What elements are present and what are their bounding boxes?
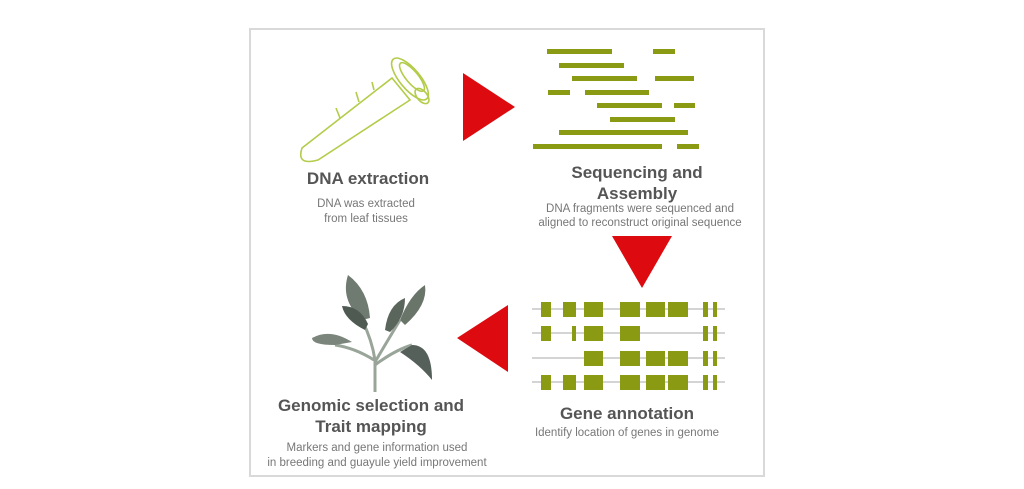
step-gene-annotation-title: Gene annotation xyxy=(559,404,695,423)
arrow-down xyxy=(612,236,672,288)
step-dna-extraction-title: DNA extraction xyxy=(306,169,430,188)
step-genomic-selection-title-1: Genomic selection and xyxy=(277,396,465,415)
plant-icon xyxy=(312,275,432,392)
step-sequencing-desc-2: aligned to reconstruct original sequence xyxy=(538,217,742,229)
arrow-left xyxy=(457,305,508,372)
step-dna-extraction-desc-2: from leaf tissues xyxy=(324,213,408,225)
step-gene-annotation-desc: Identify location of genes in genome xyxy=(534,427,720,439)
dna-fragments-icon xyxy=(533,49,699,149)
gene-model-icon xyxy=(532,302,725,390)
step-sequencing-title-2: Assembly xyxy=(596,184,678,203)
step-sequencing-title-1: Sequencing and xyxy=(571,163,703,182)
step-sequencing-desc-1: DNA fragments were sequenced and xyxy=(546,203,734,215)
step-genomic-selection-title-2: Trait mapping xyxy=(315,417,427,436)
tube-icon xyxy=(299,57,430,163)
diagram-frame xyxy=(249,28,765,477)
step-genomic-selection-desc-2: in breeding and guayule yield improvemen… xyxy=(267,457,487,469)
step-dna-extraction-desc-1: DNA was extracted xyxy=(317,198,415,210)
step-genomic-selection-desc-1: Markers and gene information used xyxy=(286,442,468,454)
arrow-right xyxy=(463,73,515,141)
